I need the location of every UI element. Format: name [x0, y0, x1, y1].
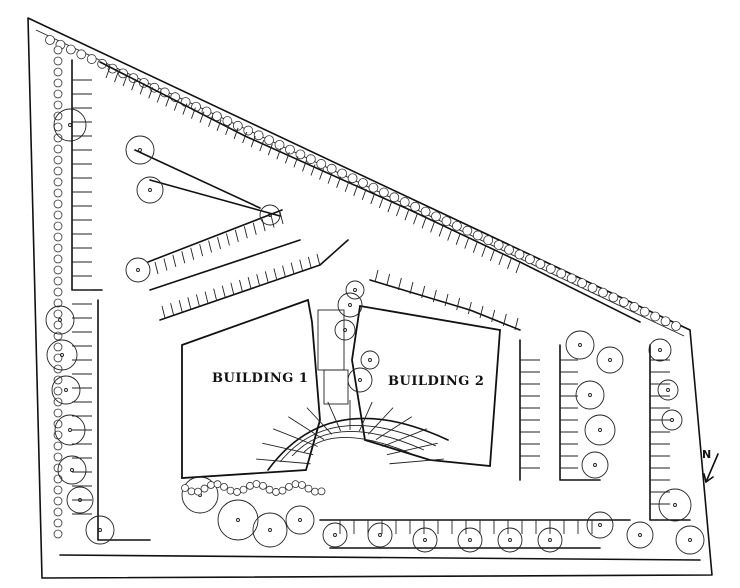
- landscape-trees: [45, 108, 705, 555]
- building-2-label: BUILDING 2: [388, 374, 484, 389]
- building-1-label: BUILDING 1: [212, 371, 308, 386]
- central-plaza: [256, 309, 449, 471]
- driveway-north: [99, 61, 641, 323]
- parking-lot-west: [71, 59, 151, 541]
- parking-lot-east: [519, 339, 691, 521]
- north-arrow-letter: N: [702, 448, 711, 461]
- driveway-south: [59, 519, 701, 561]
- property-boundary: [27, 17, 713, 579]
- building-2: BUILDING 2: [351, 304, 501, 467]
- hedge-row-top: [45, 35, 681, 539]
- north-arrow: N: [702, 448, 719, 483]
- parking-spur-center: [147, 209, 521, 331]
